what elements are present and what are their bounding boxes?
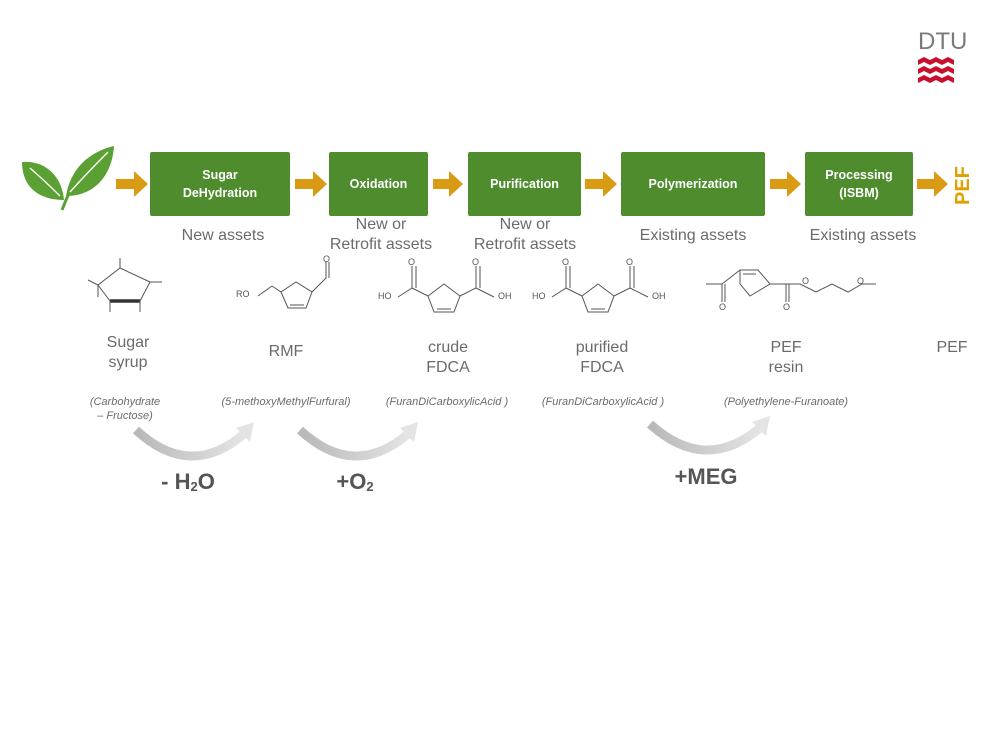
atom-label: OH (652, 291, 666, 301)
reaction-text: +O (336, 469, 367, 494)
atom-label: OH (498, 291, 512, 301)
atom-label: O (719, 302, 727, 312)
assets-label: New or Retrofit assets (329, 216, 433, 253)
reaction-arrow-oxidation (296, 422, 418, 461)
sugar-structure (87, 258, 162, 312)
atom-label: HO (378, 291, 392, 301)
step-polymerization: Polymerization (621, 152, 765, 216)
step-label: Processing (ISBM) (825, 167, 893, 200)
step-label: Sugar DeHydration (182, 167, 258, 200)
compound-name: PEF resin (768, 339, 804, 376)
atom-label: HO (532, 291, 546, 301)
atom-label: O (802, 276, 810, 286)
crude-fdca-structure (397, 266, 495, 313)
atom-label: O (857, 276, 865, 286)
compound-name: Sugar syrup (106, 334, 150, 371)
assets-label: Existing assets (639, 227, 747, 244)
reaction-label-oxidation: +O2 (320, 469, 390, 495)
atom-label: O (626, 257, 634, 267)
reaction-subscript: 2 (366, 479, 374, 494)
assets-label: New assets (181, 227, 265, 244)
reaction-subscript: 2 (190, 479, 198, 494)
flow-arrow (433, 171, 463, 197)
rmf-structure (257, 262, 330, 309)
assets-label: New or Retrofit assets (473, 216, 577, 253)
compound-full-name: (FuranDiCarboxylicAcid ) (385, 396, 509, 408)
reaction-label-dehydration: - H2O (148, 469, 228, 495)
output-pef-label: PEF (952, 166, 974, 206)
flow-arrow (917, 171, 948, 197)
dtu-logo-mark (918, 57, 954, 83)
step-label: Polymerization (648, 176, 738, 191)
reaction-arrow-polymerization (646, 416, 770, 455)
step-label: Oxidation (349, 176, 408, 191)
atom-label: O (783, 302, 791, 312)
step-sugar-dehydration: Sugar DeHydration (150, 152, 290, 216)
reaction-label-polymerization: +MEG (664, 464, 748, 490)
pef-resin-structure (706, 269, 876, 302)
compound-full-name: (Polyethylene-Furanoate) (723, 396, 849, 408)
flow-arrow (295, 171, 327, 197)
compound-name: PEF (936, 339, 968, 356)
flow-arrow (770, 171, 801, 197)
compound-name: RMF (268, 343, 304, 360)
atom-label: O (408, 257, 416, 267)
atom-label: RO (236, 289, 250, 299)
atom-label: O (472, 257, 480, 267)
reaction-arrow-dehydration (132, 422, 254, 461)
step-processing: Processing (ISBM) (805, 152, 913, 216)
reaction-text: - H (161, 469, 191, 494)
assets-label: Existing assets (809, 227, 917, 244)
compound-full-name: (5-methoxyMethylFurfural) (221, 396, 351, 408)
leaf-icon (22, 146, 114, 211)
step-purification: Purification (468, 152, 581, 216)
reaction-text: +MEG (674, 464, 738, 489)
purified-fdca-structure (551, 266, 649, 313)
dtu-logo-text: DTU (918, 28, 968, 55)
step-oxidation: Oxidation (329, 152, 428, 216)
atom-label: O (323, 254, 331, 264)
reaction-text: O (197, 469, 215, 494)
compound-name: crude FDCA (426, 339, 470, 376)
step-label: Purification (490, 176, 559, 191)
atom-label: O (562, 257, 570, 267)
flow-arrow (116, 171, 148, 197)
compound-full-name: (Carbohydrate – Fructose) (89, 396, 161, 423)
flow-arrow (585, 171, 617, 197)
compound-full-name: (FuranDiCarboxylicAcid ) (541, 396, 665, 408)
compound-name: purified FDCA (575, 339, 629, 376)
